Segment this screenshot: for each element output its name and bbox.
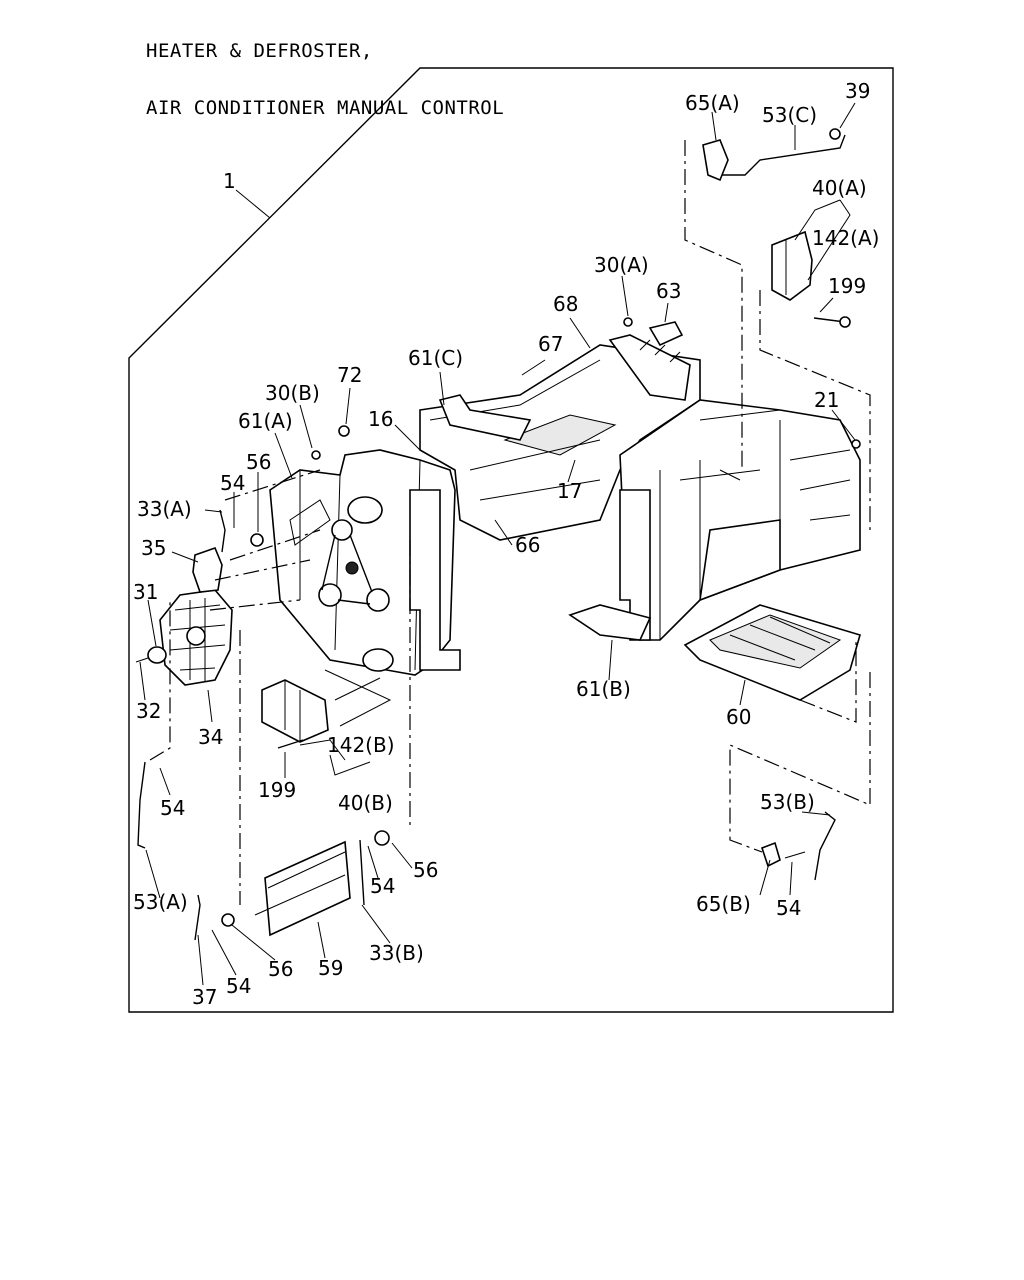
callout-17: 17	[557, 479, 582, 503]
callout-31: 31	[133, 580, 158, 604]
callout-68: 68	[553, 292, 578, 316]
callout-142b: 142(B)	[327, 733, 395, 757]
callout-labels: 1 65(A) 53(C) 39 40(A) 142(A) 199 30(A) …	[133, 79, 879, 1009]
callout-53a: 53(A)	[133, 890, 188, 914]
callout-54a: 54	[220, 471, 245, 495]
heater-unit-left-housing	[269, 449, 456, 676]
screw-30a	[623, 317, 633, 327]
heater-unit-center-duct	[419, 334, 701, 541]
callout-54b: 54	[160, 796, 185, 820]
fan-impeller-31	[135, 646, 167, 664]
callout-16: 16	[368, 407, 393, 431]
clip-56a	[250, 533, 264, 547]
callout-30a: 30(A)	[594, 253, 649, 277]
callout-1: 1	[223, 169, 236, 193]
heater-pipe-right	[619, 489, 651, 641]
callout-65a: 65(A)	[685, 91, 740, 115]
callout-67: 67	[538, 332, 563, 356]
callout-21: 21	[814, 388, 839, 412]
assembly-lines	[149, 140, 871, 905]
callout-61b: 61(B)	[576, 677, 631, 701]
leader-lines	[139, 102, 856, 986]
part-63	[648, 321, 684, 347]
callout-33b: 33(B)	[369, 941, 424, 965]
fan-casing-34	[159, 589, 233, 686]
title-line-2: AIR CONDITIONER MANUAL CONTROL	[146, 97, 505, 119]
heater-unit-right-housing	[619, 399, 861, 641]
assembly-frame	[128, 67, 894, 1013]
callout-54d: 54	[776, 896, 801, 920]
callout-40b: 40(B)	[338, 791, 393, 815]
lever-35	[192, 546, 223, 593]
actuator-40a	[771, 230, 851, 328]
clip-56c	[221, 913, 235, 927]
callout-59: 59	[318, 956, 343, 980]
rod-33a	[219, 509, 226, 553]
callout-34: 34	[198, 725, 223, 749]
callout-53c: 53(C)	[762, 103, 817, 127]
actuator-40b-leaders	[324, 669, 392, 727]
callout-30b: 30(B)	[265, 381, 320, 405]
clip-56b	[374, 830, 390, 846]
screw-30b	[311, 450, 321, 460]
filter-59	[254, 840, 351, 937]
leader-1	[235, 189, 271, 219]
cable-53b	[760, 811, 836, 881]
callout-199b: 199	[258, 778, 296, 802]
callout-65b: 65(B)	[696, 892, 751, 916]
heater-pipe-left	[409, 489, 461, 671]
callout-61c: 61(C)	[408, 346, 463, 370]
callout-56a: 56	[246, 450, 271, 474]
callout-72: 72	[337, 363, 362, 387]
rod-53a	[137, 761, 146, 849]
callout-199a: 199	[828, 274, 866, 298]
rod-37	[194, 894, 201, 941]
clip-72	[338, 425, 350, 437]
callout-142a: 142(A)	[812, 226, 879, 250]
callout-66: 66	[515, 533, 540, 557]
callout-39: 39	[845, 79, 870, 103]
callout-54c: 54	[370, 874, 395, 898]
callout-53b: 53(B)	[760, 790, 815, 814]
title-line-1: HEATER & DEFROSTER,	[146, 40, 373, 62]
callout-37: 37	[192, 985, 217, 1009]
linkage-pulley	[318, 519, 390, 612]
callout-61a: 61(A)	[238, 409, 293, 433]
rod-33b	[359, 839, 365, 906]
callout-35: 35	[141, 536, 166, 560]
cable-53c	[702, 128, 846, 182]
callout-56c: 56	[268, 957, 293, 981]
actuator-40b	[261, 679, 329, 749]
callout-63: 63	[656, 279, 681, 303]
callout-33a: 33(A)	[137, 497, 192, 521]
bracket-61b	[568, 604, 652, 641]
callout-40a: 40(A)	[812, 176, 867, 200]
callout-54e: 54	[226, 974, 251, 998]
diagram-title: HEATER & DEFROSTER, AIR CONDITIONER MANU…	[146, 4, 504, 137]
screw-21	[851, 439, 861, 449]
bracket-61c	[438, 394, 532, 441]
callout-60: 60	[726, 705, 751, 729]
evaporator-tray-60	[683, 604, 861, 701]
callout-32: 32	[136, 699, 161, 723]
callout-56b: 56	[413, 858, 438, 882]
